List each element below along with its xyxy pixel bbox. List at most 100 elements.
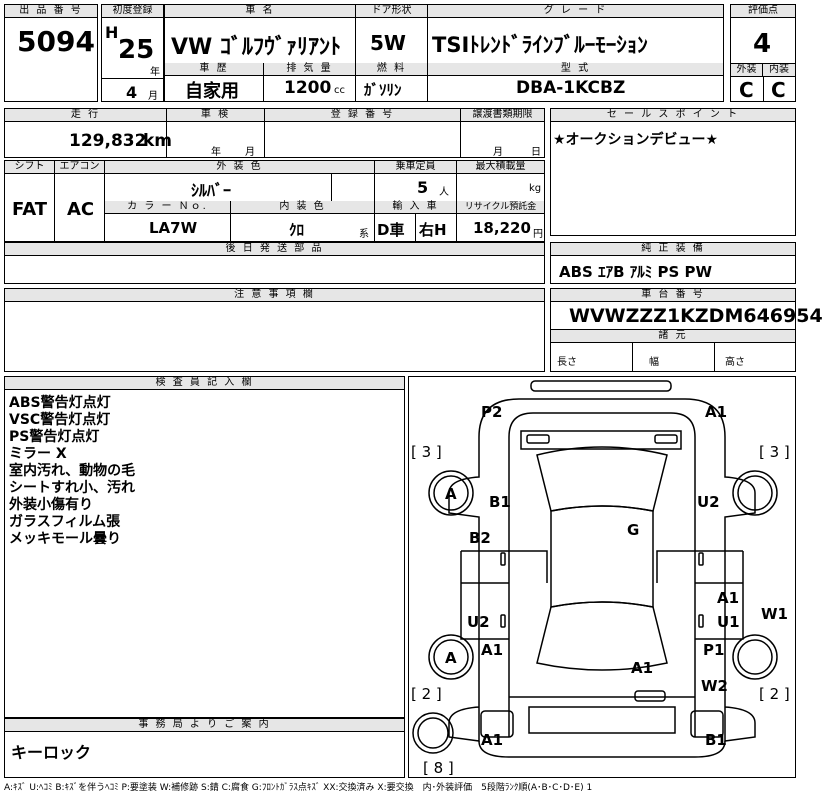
genuine-equipment-box: 純 正 装 備 ABS ｴｱB ｱﾙﾐ PS PW: [550, 242, 796, 284]
load-label: 最大積載量: [457, 161, 544, 174]
capacity-label: 乗車定員: [375, 161, 456, 174]
spare-tire-rating: [ 8 ]: [423, 759, 454, 777]
chassis-box: 車 台 番 号 WVWZZZ1KZDM646954 諸 元 長さ 幅 高さ: [550, 288, 823, 372]
shift-value: FAT: [12, 199, 48, 220]
office-label: 事 務 局 よ り ご 案 内: [5, 719, 404, 732]
car-name-label: 車 名: [165, 5, 355, 18]
mileage-label: 走 行: [5, 109, 166, 122]
history-value: 自家用: [185, 81, 239, 102]
note-line: メッキモール曇り: [9, 531, 121, 547]
tire-rear-left-rating: [ 2 ]: [411, 685, 442, 703]
year-unit: 年: [150, 67, 160, 78]
caution-label: 注 意 事 項 欄: [5, 289, 544, 302]
tire-rear-right-rating: [ 2 ]: [759, 685, 790, 703]
ac-label: エアコン: [55, 161, 104, 174]
office-value: キーロック: [11, 743, 92, 762]
height-label: 高さ: [725, 357, 745, 368]
chassis-number: WVWZZZ1KZDM646954: [569, 305, 823, 327]
door-value: 5W: [370, 31, 406, 55]
interior-color-label: 内 装 色: [231, 201, 374, 214]
lot-box: 出 品 番 号 5094: [4, 4, 98, 102]
mark-p1-right: P1: [703, 641, 724, 659]
recycle-value: 18,220: [473, 219, 531, 237]
recycle-unit: 円: [533, 229, 543, 240]
mark-u1-right: U1: [717, 613, 740, 631]
score-value: 4: [753, 29, 772, 59]
first-registration-box: 初度登録 H 25 年 4 月: [101, 4, 164, 102]
mark-w2-right: W2: [701, 677, 728, 695]
month-unit: 月: [148, 91, 158, 102]
mark-u2-left: U2: [467, 613, 490, 631]
mileage-unit: km: [143, 131, 173, 151]
mark-a1-right-mid: A1: [717, 589, 739, 607]
caution-box: 注 意 事 項 欄: [4, 288, 545, 372]
mark-a1-rear-center: A1: [631, 659, 653, 677]
first-reg-label: 初度登録: [102, 5, 163, 18]
mark-p2: P2: [481, 403, 502, 421]
car-body-diagram: P2 A1 [ 3 ] [ 3 ] A B1 U2 G B2 A1 U2 U1 …: [411, 380, 790, 777]
mark-g-windshield: G: [627, 521, 639, 539]
note-line: ミラー X: [9, 446, 67, 462]
registration-year: 25: [118, 35, 155, 65]
spec-label: 諸 元: [551, 329, 795, 343]
registration-label: 登 録 番 号: [265, 109, 460, 122]
mark-w1-right: W1: [761, 605, 788, 623]
sales-point-label: セ ー ル ス ポ イ ン ト: [551, 109, 795, 122]
mark-u2-right: U2: [697, 493, 720, 511]
import-maker-type: D車: [377, 221, 405, 239]
displacement-value: 1200: [284, 78, 332, 98]
recycle-label: リサイクル預託金: [457, 201, 544, 214]
note-line: 外装小傷有り: [9, 497, 93, 513]
damage-legend: A:ｷｽﾞ U:ﾍｺﾐ B:ｷｽﾞを伴うﾍｺﾐ P:要塗装 W:補修跡 S:錆 …: [4, 783, 593, 793]
exterior-rating: C: [739, 78, 754, 102]
note-line: VSC警告灯点灯: [9, 412, 111, 428]
length-label: 長さ: [557, 357, 577, 368]
sales-point-value: ★オークションデビュー★: [553, 132, 719, 148]
tire-front-left-rating: [ 3 ]: [411, 443, 442, 461]
mark-b2-left: B2: [469, 529, 491, 547]
lot-number: 5094: [17, 25, 95, 58]
mark-a1-left-low: A1: [481, 641, 503, 659]
transfer-label: 譲渡書類期限: [461, 109, 544, 122]
door-label: ドア形状: [356, 5, 427, 18]
genuine-label: 純 正 装 備: [551, 243, 795, 256]
office-box: 事 務 局 よ り ご 案 内 キーロック: [4, 718, 405, 778]
fuel-label: 燃 料: [356, 63, 427, 76]
exterior-label: 外装: [731, 64, 763, 77]
model-label: 型 式: [428, 63, 723, 76]
inspection-year-unit: 年: [211, 147, 221, 158]
interior-color-value: ｸﾛ: [289, 221, 305, 239]
note-line: PS警告灯点灯: [9, 429, 100, 445]
inspection-month-unit: 月: [245, 147, 255, 158]
score-label: 評価点: [731, 5, 795, 18]
exterior-color-label: 外 装 色: [105, 161, 374, 174]
damage-diagram: P2 A1 [ 3 ] [ 3 ] A B1 U2 G B2 A1 U2 U1 …: [408, 376, 796, 778]
inspector-notes: ABS警告灯点灯 VSC警告灯点灯 PS警告灯点灯 ミラー X 室内汚れ、動物の…: [9, 395, 135, 548]
later-parts-box: 後 日 発 送 部 品: [4, 242, 545, 284]
later-parts-label: 後 日 発 送 部 品: [5, 243, 544, 256]
inspector-label: 検 査 員 記 入 欄: [5, 377, 404, 390]
load-unit: kg: [529, 183, 542, 194]
transfer-month-unit: 月: [493, 147, 503, 158]
interior-rating: C: [771, 78, 786, 102]
exterior-color-value: ｼﾙﾊﾞｰ: [191, 181, 232, 200]
car-name: VW ｺﾞﾙﾌｳﾞｧﾘｱﾝﾄ: [171, 35, 341, 60]
genuine-value: ABS ｴｱB ｱﾙﾐ PS PW: [559, 263, 713, 281]
displacement-label: 排 気 量: [264, 63, 355, 76]
score-box: 評価点 4 外装 内装 C C: [730, 4, 796, 102]
grade-value: TSIﾄﾚﾝﾄﾞﾗｲﾝﾌﾞﾙｰﾓｰｼｮﾝ: [432, 33, 648, 57]
note-line: ABS警告灯点灯: [9, 395, 111, 411]
chassis-label: 車 台 番 号: [551, 289, 795, 302]
history-label: 車 歴: [165, 63, 263, 76]
displacement-unit: cc: [334, 85, 345, 96]
interior-color-unit: 系: [359, 229, 369, 240]
car-info-box: 車 名 VW ｺﾞﾙﾌｳﾞｧﾘｱﾝﾄ ドア形状 5W グ レ ー ド TSIﾄﾚ…: [164, 4, 724, 102]
sales-point-box: セ ー ル ス ポ イ ン ト ★オークションデビュー★: [550, 108, 796, 236]
spec-grid: シフト FAT エアコン AC 外 装 色 ｼﾙﾊﾞｰ 乗車定員 5 人 最大積…: [4, 160, 545, 242]
color-no-label: カ ラ ー Ｎｏ.: [105, 201, 230, 214]
tire-front-right-rating: [ 3 ]: [759, 443, 790, 461]
model-value: DBA-1KCBZ: [516, 78, 626, 98]
capacity-value: 5: [417, 178, 429, 197]
era-mark: H: [105, 23, 119, 42]
inspector-box: 検 査 員 記 入 欄 ABS警告灯点灯 VSC警告灯点灯 PS警告灯点灯 ミラ…: [4, 376, 405, 718]
